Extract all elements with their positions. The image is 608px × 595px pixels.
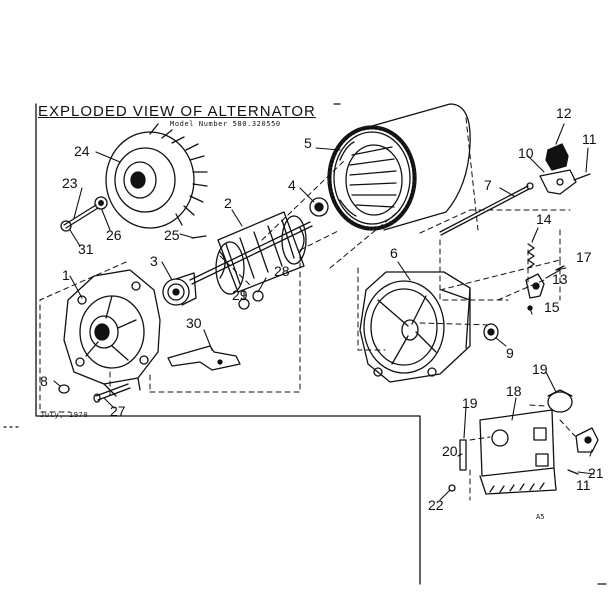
part-label-11-upper: 11 — [582, 131, 597, 147]
part-rear-housing — [359, 271, 471, 383]
diagram-title: EXPLODED VIEW OF ALTERNATOR — [38, 103, 316, 120]
part-label-26: 26 — [106, 227, 122, 243]
part-label-3: 3 — [150, 253, 158, 269]
part-small-hardware — [448, 469, 579, 492]
sheet-border — [3, 103, 607, 585]
part-label-22: 22 — [428, 497, 444, 513]
part-bracket — [167, 345, 241, 371]
part-label-23: 23 — [62, 175, 78, 191]
part-label-14: 14 — [536, 211, 552, 227]
part-label-20: 20 — [442, 443, 458, 459]
part-label-18: 18 — [506, 383, 522, 399]
part-label-5: 5 — [304, 135, 312, 151]
model-number: Model Number 580.320550 — [170, 120, 281, 128]
part-through-bolt — [439, 182, 534, 236]
part-label-11-lower: 11 — [576, 477, 591, 493]
part-bolt — [60, 204, 99, 232]
part-label-15: 15 — [544, 299, 560, 315]
part-label-1: 1 — [62, 267, 70, 283]
leader-lines — [53, 123, 595, 501]
part-rotor — [189, 211, 313, 295]
part-nut-bolt — [58, 383, 131, 403]
part-brush-holder — [539, 143, 591, 195]
part-label-30: 30 — [186, 315, 202, 331]
part-label-25: 25 — [164, 227, 180, 243]
part-label-21: 21 — [588, 465, 604, 481]
part-label-8: 8 — [40, 373, 48, 389]
assembly-guide-lines — [39, 117, 576, 501]
drawing-date: July, 1970 — [40, 411, 89, 419]
part-label-17: 17 — [576, 249, 592, 265]
part-label-27: 27 — [110, 403, 126, 419]
part-spring — [527, 243, 535, 269]
part-label-24: 24 — [74, 143, 90, 159]
part-label-10: 10 — [518, 145, 534, 161]
part-slip-ring — [162, 272, 197, 306]
part-washer — [94, 196, 108, 210]
part-bearing — [309, 197, 329, 217]
drawing-code: A5 — [536, 513, 545, 521]
part-label-13: 13 — [552, 271, 568, 287]
part-fan-pulley — [105, 123, 208, 229]
part-bushing — [483, 323, 499, 341]
part-terminal-plate — [479, 409, 557, 495]
part-brush — [525, 265, 565, 311]
part-label-31: 31 — [78, 241, 94, 257]
part-receptacle — [575, 427, 599, 453]
part-label-12: 12 — [556, 105, 572, 121]
part-label-4: 4 — [288, 177, 296, 193]
part-label-9: 9 — [506, 345, 514, 361]
part-label-29: 29 — [232, 287, 248, 303]
part-label-6: 6 — [390, 245, 398, 261]
part-label-2: 2 — [224, 195, 232, 211]
part-label-7: 7 — [484, 177, 492, 193]
part-stator-housing — [327, 103, 471, 231]
part-label-19-left: 19 — [462, 395, 478, 411]
part-label-19-right: 19 — [532, 361, 548, 377]
part-label-28: 28 — [274, 263, 290, 279]
part-end-housing — [63, 269, 161, 397]
